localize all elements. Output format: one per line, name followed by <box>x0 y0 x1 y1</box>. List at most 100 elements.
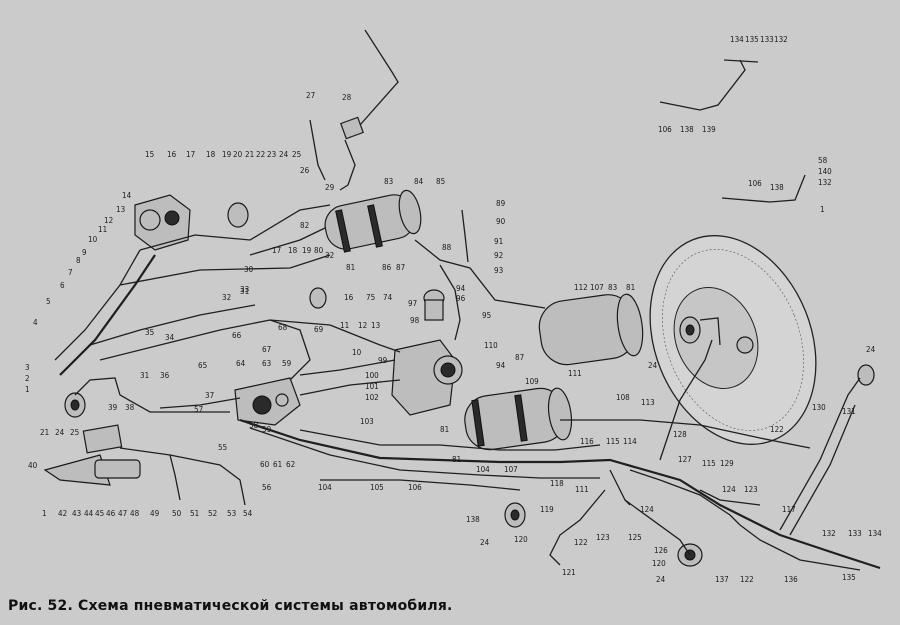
label-10: 10 <box>88 235 98 244</box>
label-17b: 17 <box>272 246 281 255</box>
label-16: 16 <box>167 150 177 159</box>
label-54: 54 <box>243 509 253 518</box>
label-135-inset: 135 <box>745 35 759 44</box>
label-125: 125 <box>628 533 642 542</box>
label-102: 102 <box>365 393 379 402</box>
brake-chamber-24-wheel <box>679 316 701 344</box>
label-127: 127 <box>678 455 692 464</box>
label-57: 57 <box>194 405 203 414</box>
label-40: 40 <box>28 461 38 470</box>
label-100: 100 <box>365 371 379 380</box>
label-138-inset: 138 <box>680 125 694 134</box>
label-99: 99 <box>378 356 388 365</box>
label-24c: 24 <box>648 361 658 370</box>
label-111: 111 <box>568 369 582 378</box>
label-49: 49 <box>150 509 160 518</box>
label-26: 26 <box>300 166 310 175</box>
horn-40 <box>43 424 123 486</box>
label-43: 43 <box>72 509 81 518</box>
label-17: 17 <box>186 150 195 159</box>
label-85: 85 <box>436 177 445 186</box>
label-134: 134 <box>868 529 882 538</box>
label-30: 30 <box>244 265 254 274</box>
label-90: 90 <box>496 217 506 226</box>
label-48: 48 <box>130 509 140 518</box>
receiver-109-middle <box>464 387 573 451</box>
label-94: 94 <box>456 284 466 293</box>
label-46: 46 <box>106 509 116 518</box>
label-65: 65 <box>198 361 207 370</box>
label-108: 108 <box>616 393 630 402</box>
label-50: 50 <box>172 509 182 518</box>
regulator-97 <box>423 289 445 321</box>
label-32b: 32 <box>325 251 334 260</box>
label-5: 5 <box>46 297 51 306</box>
receiver-112-right <box>538 293 644 366</box>
label-117: 117 <box>782 505 796 514</box>
label-12: 12 <box>104 216 113 225</box>
label-115: 115 <box>606 437 620 446</box>
label-81c: 81 <box>440 425 449 434</box>
label-106-inset: 106 <box>658 125 672 134</box>
label-8: 8 <box>76 256 81 265</box>
label-104: 104 <box>318 483 332 492</box>
label-104b: 104 <box>476 465 490 474</box>
label-114: 114 <box>623 437 637 446</box>
label-36: 36 <box>160 371 170 380</box>
brake-chamber-21-left <box>64 392 86 418</box>
label-67: 67 <box>262 345 271 354</box>
label-15: 15 <box>145 150 154 159</box>
label-91: 91 <box>494 237 503 246</box>
label-139-inset: 139 <box>702 125 716 134</box>
label-6: 6 <box>60 281 65 290</box>
label-28: 28 <box>342 93 352 102</box>
label-141-inset: 1 <box>820 205 825 214</box>
label-31b: 31 <box>240 287 249 296</box>
label-140-inset: 140 <box>818 167 832 176</box>
label-27: 27 <box>306 91 315 100</box>
label-97: 97 <box>408 299 417 308</box>
label-118: 118 <box>550 479 564 488</box>
label-83b: 83 <box>608 283 617 292</box>
label-134-inset: 134 <box>730 35 744 44</box>
label-23: 23 <box>267 150 276 159</box>
label-51: 51 <box>190 509 199 518</box>
label-4: 4 <box>33 318 38 327</box>
label-80: 80 <box>314 246 324 255</box>
label-13: 13 <box>116 205 125 214</box>
cylinder-47 <box>94 459 141 479</box>
label-14: 14 <box>122 191 132 200</box>
compressor-15 <box>134 194 191 251</box>
label-107b: 107 <box>504 465 518 474</box>
label-33: 33 <box>240 285 249 294</box>
label-106: 106 <box>408 483 422 492</box>
label-55: 55 <box>218 443 227 452</box>
label-123: 123 <box>596 533 610 542</box>
label-92: 92 <box>494 251 503 260</box>
label-122c: 122 <box>740 575 754 584</box>
label-93: 93 <box>494 266 503 275</box>
label-34: 34 <box>165 333 175 342</box>
label-24f: 24 <box>656 575 666 584</box>
label-1: 1 <box>25 385 30 394</box>
label-132: 132 <box>822 529 836 538</box>
label-123b: 123 <box>744 485 758 494</box>
label-56: 56 <box>262 483 272 492</box>
label-82: 82 <box>300 221 309 230</box>
label-9: 9 <box>82 248 87 257</box>
label-128: 128 <box>673 430 687 439</box>
label-81b: 81 <box>626 283 635 292</box>
label-19b: 19 <box>302 246 312 255</box>
label-25: 25 <box>292 150 301 159</box>
label-59: 59 <box>282 359 292 368</box>
label-81d: 81 <box>452 455 461 464</box>
label-113: 113 <box>641 398 655 407</box>
valve-28 <box>340 116 364 140</box>
label-138: 138 <box>466 515 480 524</box>
label-21b: 21 <box>40 428 49 437</box>
label-86: 86 <box>382 263 392 272</box>
label-52: 52 <box>208 509 217 518</box>
label-111b: 111 <box>575 485 589 494</box>
label-135: 135 <box>842 573 856 582</box>
label-115b: 115 <box>702 459 716 468</box>
